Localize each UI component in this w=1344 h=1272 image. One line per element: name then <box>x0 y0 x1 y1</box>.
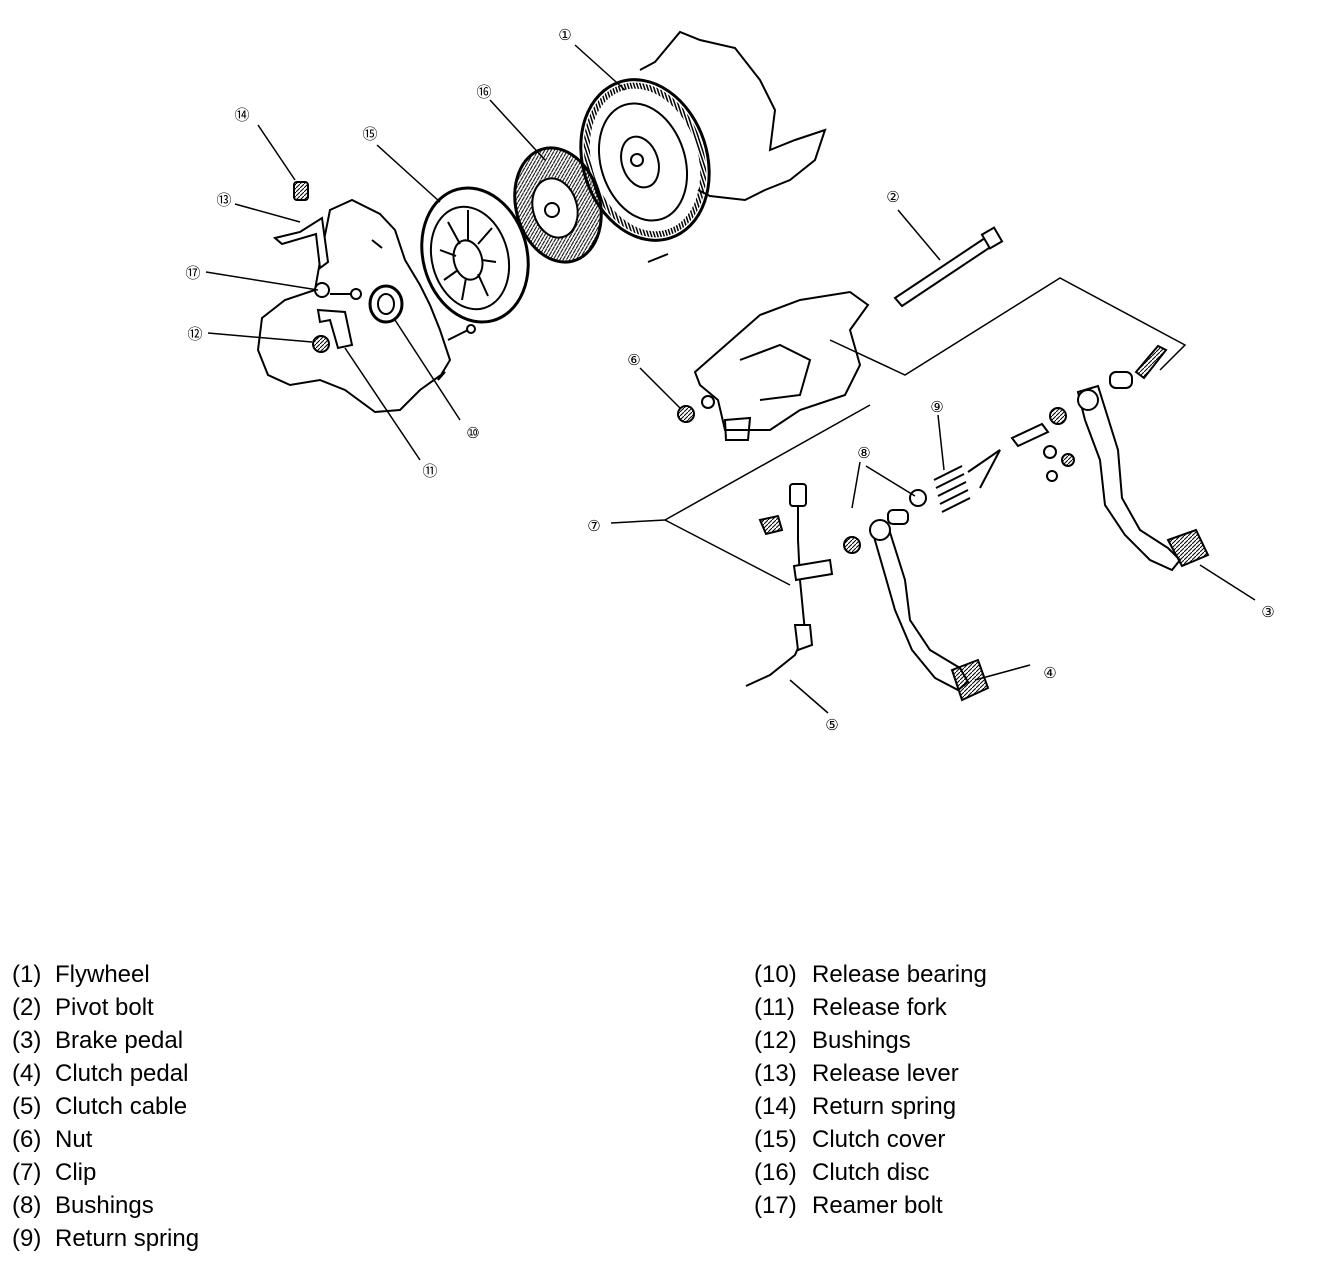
legend-part-name: Reamer bolt <box>812 1192 943 1219</box>
legend-part-name: Clip <box>55 1159 97 1186</box>
callout-12: ⑫ <box>187 325 202 343</box>
engine-block-outline <box>639 30 827 202</box>
callout-3: ③ <box>1261 603 1274 621</box>
legend-number: (14) <box>754 1093 797 1120</box>
legend-item: (4) Clutch pedal <box>12 1057 199 1090</box>
legend-number: (5) <box>12 1093 42 1120</box>
legend-number: (17) <box>754 1192 797 1219</box>
legend-part-name: Bushings <box>55 1192 154 1219</box>
legend-item: (7) Clip <box>12 1156 199 1189</box>
legend-item: (9) Return spring <box>12 1222 199 1255</box>
legend-item: (5) Clutch cable <box>12 1090 199 1123</box>
legend-part-name: Clutch cable <box>55 1093 188 1120</box>
pedal-shaft-bushings <box>1010 407 1075 482</box>
legend-item: (15) Clutch cover <box>754 1123 987 1156</box>
callout-1: ① <box>558 26 571 44</box>
legend-part-name: Pivot bolt <box>55 994 154 1021</box>
callout-14: ⑭ <box>234 106 249 124</box>
callout-17: ⑰ <box>185 264 200 282</box>
legend-item: (2) Pivot bolt <box>12 991 199 1024</box>
nut-part <box>677 395 715 423</box>
pivot-bolt-part <box>893 226 1004 308</box>
legend-number: (2) <box>12 994 42 1021</box>
legend-item: (6) Nut <box>12 1123 199 1156</box>
legend-part-name: Release fork <box>812 994 947 1021</box>
legend-part-name: Clutch cover <box>812 1126 946 1153</box>
callout-13: ⑬ <box>216 191 231 209</box>
clutch-exploded-diagram: ① ② ③ ④ ⑤ ⑥ ⑦ ⑧ ⑨ ⑩ ⑪ ⑫ ⑬ ⑭ ⑮ ⑯ ⑰ <box>185 26 1274 734</box>
callout-11: ⑪ <box>422 462 437 480</box>
legend-number: (6) <box>12 1126 42 1153</box>
legend-part-name: Clutch disc <box>812 1159 930 1186</box>
return-spring-part <box>909 449 1001 513</box>
legend-number: (16) <box>754 1159 797 1186</box>
parts-legend-left: (1) Flywheel (2) Pivot bolt (3) Brake pedal… <box>12 958 199 1255</box>
legend-number: (1) <box>12 961 42 988</box>
legend-part-name: Release bearing <box>812 961 987 988</box>
legend-item: (1) Flywheel <box>12 958 199 991</box>
legend-item: (11) Release fork <box>754 991 987 1024</box>
legend-number: (15) <box>754 1126 797 1153</box>
release-lever-assembly <box>272 181 362 353</box>
callout-8: ⑧ <box>857 444 870 462</box>
callout-15: ⑮ <box>362 125 377 143</box>
legend-number: (3) <box>12 1027 42 1054</box>
parts-legend-right: (10) Release bearing (11) Release fork (12… <box>754 958 987 1222</box>
callout-10: ⑩ <box>466 424 479 442</box>
callout-16: ⑯ <box>476 83 491 101</box>
brake-pedal-part <box>1076 344 1210 572</box>
clutch-pedal-part <box>843 509 990 702</box>
legend-item: (3) Brake pedal <box>12 1024 199 1057</box>
legend-part-name: Flywheel <box>55 961 150 988</box>
legend-item: (13) Release lever <box>754 1057 987 1090</box>
legend-part-name: Return spring <box>55 1225 200 1252</box>
legend-item: (10) Release bearing <box>754 958 987 991</box>
legend-item: (14) Return spring <box>754 1090 987 1123</box>
clutch-cover-part <box>420 186 530 341</box>
transmission-housing-outline <box>256 198 452 414</box>
leader-lines <box>205 44 1256 714</box>
legend-item: (12) Bushings <box>754 1024 987 1057</box>
callout-6: ⑥ <box>627 351 640 369</box>
legend-item: (16) Clutch disc <box>754 1156 987 1189</box>
legend-number: (9) <box>12 1225 42 1252</box>
release-bearing-part <box>368 284 404 324</box>
legend-part-name: Release lever <box>812 1060 959 1087</box>
legend-number: (7) <box>12 1159 42 1186</box>
callout-5: ⑤ <box>825 716 838 734</box>
legend-item: (8) Bushings <box>12 1189 199 1222</box>
legend-item: (17) Reamer bolt <box>754 1189 987 1222</box>
legend-number: (12) <box>754 1027 797 1054</box>
callout-labels: ① ② ③ ④ ⑤ ⑥ ⑦ ⑧ ⑨ ⑩ ⑪ ⑫ ⑬ ⑭ ⑮ ⑯ ⑰ <box>185 26 1274 734</box>
legend-number: (11) <box>754 994 795 1021</box>
legend-number: (10) <box>754 961 797 988</box>
callout-9: ⑨ <box>930 398 943 416</box>
legend-number: (4) <box>12 1060 42 1087</box>
legend-part-name: Bushings <box>812 1027 911 1054</box>
assembly-outline-lines <box>664 277 1187 586</box>
legend-number: (13) <box>754 1060 797 1087</box>
callout-2: ② <box>886 188 899 206</box>
clutch-cable-part <box>745 483 834 687</box>
legend-part-name: Return spring <box>812 1093 957 1120</box>
clutch-disc-part <box>513 146 603 264</box>
legend-number: (8) <box>12 1192 42 1219</box>
legend-part-name: Nut <box>55 1126 93 1153</box>
legend-part-name: Brake pedal <box>55 1027 184 1054</box>
pedal-bracket-part <box>693 290 870 441</box>
legend-part-name: Clutch pedal <box>55 1060 189 1087</box>
callout-4: ④ <box>1043 664 1056 682</box>
callout-7: ⑦ <box>587 517 600 535</box>
